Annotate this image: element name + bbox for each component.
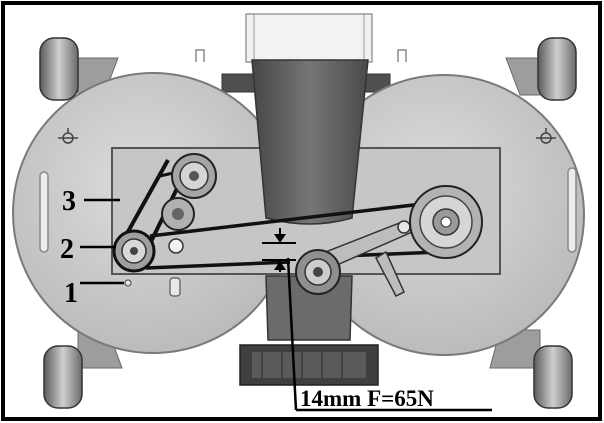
callout-leaders [80, 198, 124, 285]
discharge-chute [251, 59, 369, 225]
wheel-front-right [537, 37, 577, 101]
callout-label-3: 3 [62, 186, 76, 217]
pulley-2 [112, 229, 156, 273]
pivot-marks [58, 128, 556, 144]
tension-handle [375, 250, 405, 297]
callout-label-2: 2 [60, 234, 74, 265]
small-fittings [124, 277, 181, 297]
callout-label-1: 1 [64, 278, 78, 309]
wheel-rear-left [43, 345, 83, 409]
wheel-front-left [39, 37, 79, 101]
idler-pulley [295, 249, 341, 295]
left-belt-assembly [118, 153, 217, 261]
deflection-indicator [262, 228, 492, 412]
deflection-force-label: 14mm F=65N [300, 386, 434, 411]
right-pulley [409, 185, 483, 259]
deck-slots [39, 167, 577, 253]
wheel-rear-right [533, 345, 573, 409]
